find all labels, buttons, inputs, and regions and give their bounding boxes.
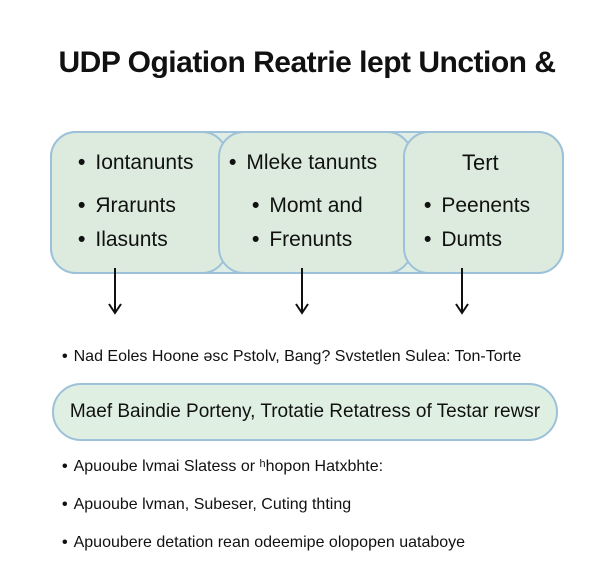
summary-pill-text: Maef Baindie Porteny, Trotatie Retatress… bbox=[69, 401, 541, 422]
column-1-item-2: •Яrarunts bbox=[78, 194, 176, 217]
column-1-item-3: •Ilasunts bbox=[78, 228, 168, 251]
summary-pill: Maef Baindie Porteny, Trotatie Retatress… bbox=[52, 383, 558, 441]
diagram-title: UDP Ogiation Reatrie lept Unction & bbox=[58, 46, 557, 79]
column-3-item-2: •Dumts bbox=[424, 228, 503, 251]
column-3-heading: Tert bbox=[462, 150, 499, 175]
column-2-item-2: •Momt and bbox=[252, 194, 363, 217]
column-2-item-3: •Frenunts bbox=[252, 228, 353, 251]
column-box-1 bbox=[50, 131, 228, 274]
bullet-item-2: •Apuoube lvman, Subeser, Cuting thting bbox=[62, 496, 352, 513]
column-box-3 bbox=[403, 131, 564, 274]
column-3-item-1: •Peenents bbox=[424, 194, 531, 217]
column-2-item-1: •Mleke tanunts bbox=[229, 151, 378, 174]
column-box-2 bbox=[218, 131, 413, 274]
bullet-item-3: •Apuoubere detation rean odeemipe olopop… bbox=[62, 534, 466, 551]
down-arrow-icon bbox=[295, 268, 309, 315]
down-arrow-icon bbox=[455, 268, 469, 315]
note-line: •Nad Eoles Hoone əsc Pstolv, Bang? Svste… bbox=[62, 348, 522, 365]
down-arrow-icon bbox=[108, 268, 122, 315]
bullet-item-1: •Apuoube lvmai Slatess or ʰhopon Hatxbht… bbox=[62, 458, 384, 475]
column-1-item-1: •Iontanunts bbox=[78, 151, 194, 174]
